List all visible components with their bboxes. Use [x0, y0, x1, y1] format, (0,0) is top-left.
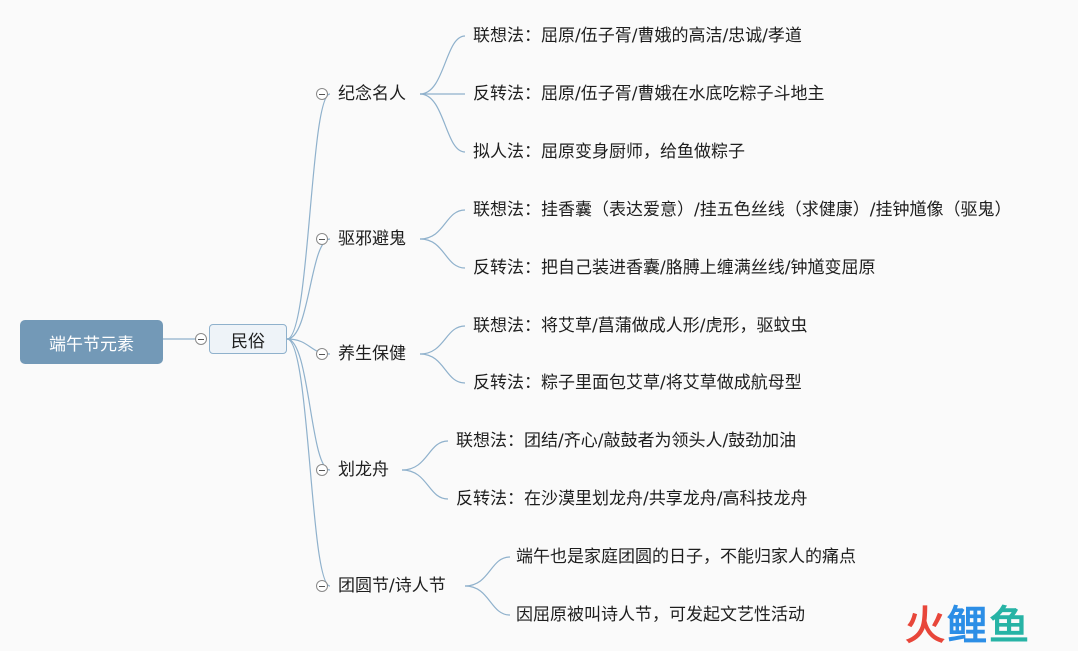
leaf-node[interactable]: 拟人法：屈原变身厨师，给鱼做粽子 — [473, 142, 745, 162]
watermark-logo: 火 鲤 鱼 — [905, 600, 1031, 649]
leaf-node[interactable]: 因屈原被叫诗人节，可发起文艺性活动 — [516, 605, 805, 625]
leaf-node[interactable]: 反转法：屈原/伍子胥/曹娥在水底吃粽子斗地主 — [473, 84, 825, 104]
leaf-connector — [464, 556, 511, 587]
leaf-connector — [419, 325, 466, 355]
branch-node[interactable]: 驱邪避鬼 — [338, 229, 406, 249]
branch-node[interactable]: 划龙舟 — [338, 460, 389, 480]
watermark-char: 火 — [905, 603, 947, 649]
branch-node[interactable]: 纪念名人 — [338, 84, 406, 104]
level1-node[interactable]: 民俗 — [209, 324, 287, 354]
leaf-node[interactable]: 反转法：在沙漠里划龙舟/共享龙舟/高科技龙舟 — [456, 489, 808, 509]
collapse-toggle-icon[interactable] — [316, 580, 328, 592]
branch-connector — [286, 338, 331, 587]
collapse-toggle-icon[interactable] — [316, 233, 328, 245]
watermark-char: 鱼 — [989, 603, 1031, 649]
leaf-node[interactable]: 反转法：粽子里面包艾草/将艾草做成航母型 — [473, 373, 802, 393]
collapse-toggle-icon[interactable] — [316, 348, 328, 360]
branch-node[interactable]: 团圆节/诗人节 — [338, 576, 446, 596]
collapse-toggle-icon[interactable] — [195, 333, 207, 345]
level1-label: 民俗 — [231, 331, 265, 352]
root-label: 端午节元素 — [49, 334, 134, 355]
leaf-connector — [401, 440, 449, 471]
leaf-node[interactable]: 反转法：把自己装进香囊/胳膊上缠满丝线/钟馗变屈原 — [473, 258, 876, 278]
leaf-node[interactable]: 联想法：屈原/伍子胥/曹娥的高洁/忠诚/孝道 — [473, 26, 802, 46]
leaf-connector — [419, 209, 466, 240]
leaf-node[interactable]: 联想法：将艾草/菖蒲做成人形/虎形，驱蚊虫 — [473, 316, 808, 336]
leaf-node[interactable]: 端午也是家庭团圆的日子，不能归家人的痛点 — [516, 547, 856, 567]
watermark-char: 鲤 — [947, 603, 989, 649]
leaf-connector — [419, 93, 466, 153]
branch-node[interactable]: 养生保健 — [338, 344, 406, 364]
leaf-connector — [419, 238, 466, 269]
leaf-connector — [419, 35, 466, 95]
leaf-node[interactable]: 联想法：挂香囊（表达爱意）/挂五色丝线（求健康）/挂钟馗像（驱鬼） — [473, 200, 1012, 220]
leaf-connector — [419, 353, 466, 384]
root-node[interactable]: 端午节元素 — [20, 320, 163, 364]
leaf-connector — [464, 585, 511, 616]
collapse-toggle-icon[interactable] — [316, 88, 328, 100]
leaf-node[interactable]: 联想法：团结/齐心/敲鼓者为领头人/鼓劲加油 — [456, 431, 797, 451]
branch-connector — [286, 238, 331, 340]
branch-connector — [286, 93, 331, 340]
collapse-toggle-icon[interactable] — [316, 464, 328, 476]
leaf-connector — [401, 469, 449, 500]
